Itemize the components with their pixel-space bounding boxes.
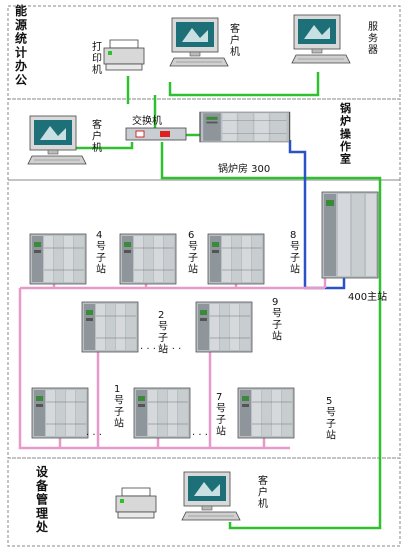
section-equipment-mgmt (7, 457, 401, 547)
computer-icon[interactable] (169, 17, 229, 67)
server-computer-icon[interactable] (291, 14, 351, 64)
plc-rack-icon (29, 233, 87, 285)
server-label: 服务器 (368, 21, 378, 56)
switch-icon[interactable] (125, 127, 187, 141)
plc-rack-icon (119, 233, 177, 285)
client-bottom-label: 客户机 (258, 474, 268, 510)
plc-rack-icon (195, 301, 253, 353)
section-label-boiler-room: 锅炉操作室 (340, 101, 352, 166)
plc-rack-icon (199, 111, 291, 143)
section-label-energy-office: 能源统计办公 (15, 3, 27, 87)
ellipsis-dots: · · · (192, 430, 208, 441)
computer-icon[interactable] (181, 471, 241, 521)
ellipsis-dots: · · · (86, 430, 102, 441)
plc-rack-icon (237, 387, 295, 439)
client-mid-label: 客户机 (92, 118, 102, 154)
client-top-label: 客户机 (230, 22, 240, 58)
plc-rack-icon (31, 387, 89, 439)
plc-rack-icon (81, 301, 139, 353)
main-station-400-icon (321, 191, 379, 279)
boiler-room-300-label: 锅炉房 300 (218, 162, 270, 175)
section-borders (7, 5, 401, 547)
computer-icon[interactable] (27, 115, 87, 165)
plc-rack-icon (133, 387, 191, 439)
green-network-links (74, 72, 382, 530)
ellipsis-dots: · · · · · · · (140, 344, 181, 355)
blue-network-link (288, 140, 346, 290)
printer-top-label: 打印机 (92, 40, 102, 76)
switch-label: 交换机 (132, 114, 162, 127)
section-label-equipment-mgmt: 设备管理处 (35, 464, 49, 534)
plc-rack-icon (207, 233, 265, 285)
section-boiler-room (7, 98, 401, 181)
printer-icon[interactable] (103, 39, 145, 71)
main-station-400-label: 400主站 (348, 290, 387, 303)
printer-icon[interactable] (115, 487, 157, 519)
